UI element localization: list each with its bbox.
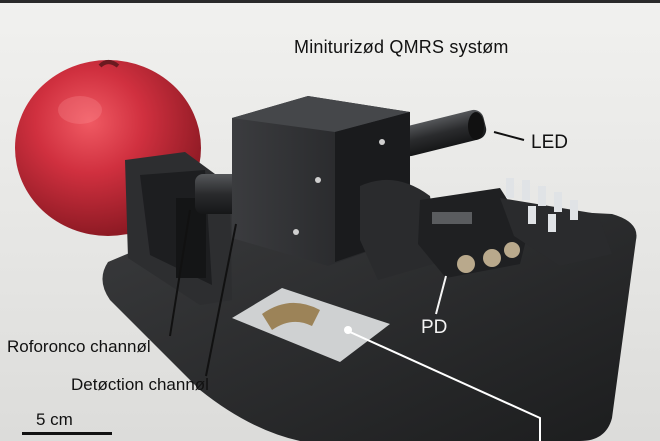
reference-channel-holder (125, 152, 232, 305)
sample-holder (232, 288, 390, 362)
top-border (0, 0, 660, 3)
photodetector (418, 188, 528, 278)
led-label: LED (531, 132, 568, 153)
pd-label: PD (421, 317, 448, 338)
scale-label: 5 cm (36, 410, 73, 429)
reference-leader-line (169, 209, 191, 337)
detection-leader-line (205, 223, 237, 377)
sample-leader-line (349, 331, 541, 441)
figure-title: Miniturizød QMRS systøm (294, 37, 509, 57)
detection-channel-label: Detøction channøl (71, 375, 209, 394)
scale-bar (22, 432, 112, 435)
reference-channel-label: Roforonco channøl (7, 337, 151, 356)
led-leader-line (493, 131, 525, 141)
led-array (500, 178, 612, 266)
pd-leader-line (435, 275, 447, 315)
